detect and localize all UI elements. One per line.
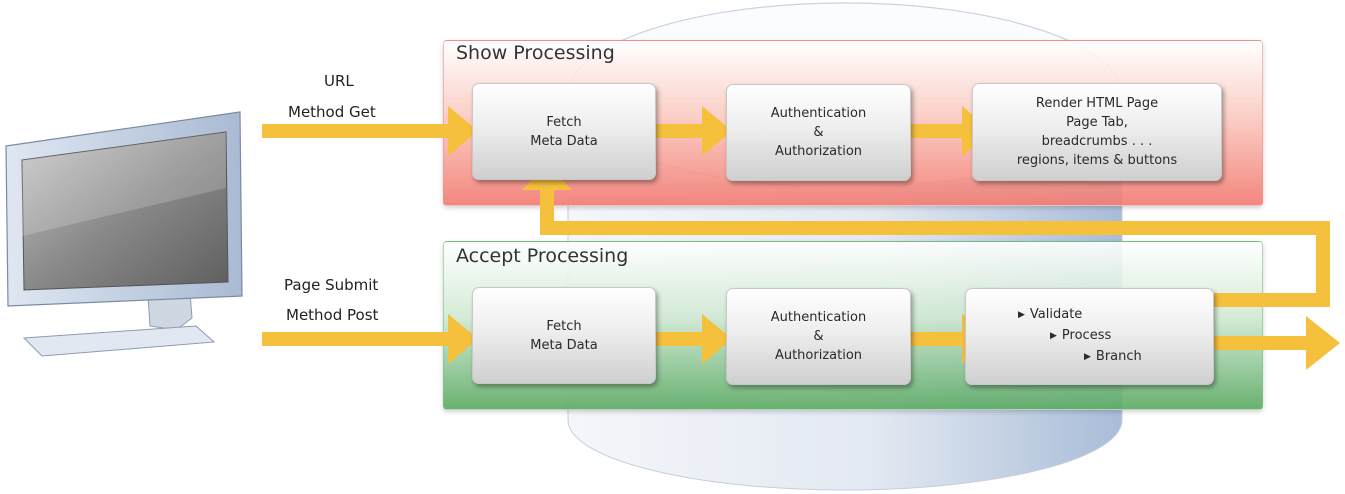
arrow-branch-out — [1200, 316, 1340, 370]
show-render-box: Render HTML Page Page Tab, breadcrumbs .… — [972, 83, 1222, 181]
arrow-show-fetch-to-auth — [640, 106, 732, 156]
get-label-line1: URL — [324, 72, 354, 90]
accept-auth-box: Authentication & Authorization — [726, 288, 911, 385]
accept-processing-title: Accept Processing — [456, 245, 629, 267]
arrow-post-to-fetch — [262, 314, 478, 364]
triangle-right-icon: ▶ — [1018, 310, 1025, 320]
post-label-line1: Page Submit — [284, 276, 379, 294]
accept-auth-line2: & — [813, 329, 824, 344]
arrow-loop-back-to-fetch — [522, 164, 1330, 307]
triangle-right-icon: ▶ — [1050, 331, 1057, 341]
accept-fetch-box: Fetch Meta Data — [472, 287, 656, 384]
post-label-line2: Method Post — [286, 306, 379, 324]
step-branch: ▶ Branch — [1084, 347, 1142, 368]
accept-fetch-line2: Meta Data — [530, 337, 598, 353]
arrow-get-to-fetch — [262, 106, 478, 156]
step-validate-label: Validate — [1029, 307, 1083, 322]
show-auth-line1: Authentication — [770, 106, 867, 121]
accept-auth-line3: Authorization — [774, 348, 863, 363]
get-label-line2: Method Get — [288, 103, 376, 121]
show-processing-title: Show Processing — [456, 42, 615, 64]
accept-steps-box: ▶ Validate ▶ Process ▶ Branch — [965, 288, 1214, 385]
show-auth-line2: & — [813, 125, 824, 140]
show-auth-line3: Authorization — [774, 144, 863, 159]
accept-fetch-line1: Fetch — [546, 318, 582, 334]
arrow-accept-fetch-to-auth — [640, 314, 732, 364]
show-fetch-box: Fetch Meta Data — [472, 83, 656, 180]
show-render-line1: Render HTML Page — [1035, 96, 1159, 111]
show-fetch-line1: Fetch — [546, 114, 582, 130]
show-auth-box: Authentication & Authorization — [726, 84, 911, 181]
show-fetch-line2: Meta Data — [530, 133, 598, 149]
triangle-right-icon: ▶ — [1084, 352, 1091, 362]
show-render-line2: Page Tab, — [1066, 115, 1128, 130]
show-render-line4: regions, items & buttons — [1016, 153, 1178, 168]
step-process-label: Process — [1061, 328, 1112, 343]
accept-auth-line1: Authentication — [770, 310, 867, 325]
step-validate: ▶ Validate — [1018, 305, 1082, 326]
step-branch-label: Branch — [1095, 349, 1142, 364]
step-process: ▶ Process — [1050, 326, 1111, 347]
show-render-line3: breadcrumbs . . . — [1041, 134, 1153, 149]
